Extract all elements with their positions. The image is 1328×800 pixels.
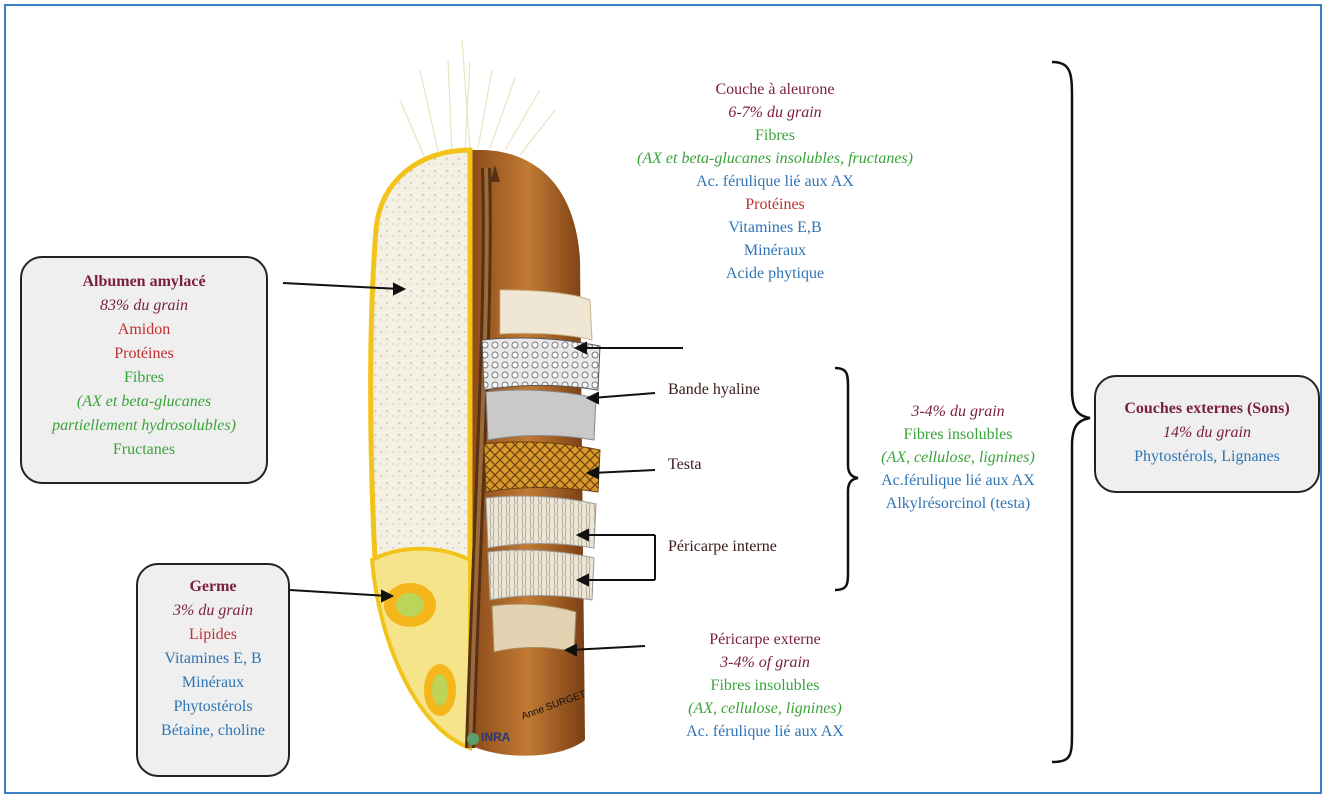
germe-box: Germe 3% du grain Lipides Vitamines E, B…: [136, 563, 290, 777]
albumen-box: Albumen amylacé 83% du grain Amidon Prot…: [20, 256, 268, 484]
albumen-amidon: Amidon: [22, 318, 266, 342]
pericarpe-externe-fibres: Fibres insolubles: [650, 674, 880, 697]
couches-externes-box: Couches externes (Sons) 14% du grain Phy…: [1094, 375, 1320, 493]
albumen-pct: 83% du grain: [22, 294, 266, 318]
pericarp-inner-2: [488, 550, 594, 600]
aleurone-band: [500, 290, 592, 340]
middle-layers-block: 3-4% du grain Fibres insolubles (AX, cel…: [848, 400, 1068, 515]
couches-title: Couches externes (Sons): [1096, 397, 1318, 421]
germe-phytosterols: Phytostérols: [138, 695, 288, 719]
aleurone-fibres: Fibres: [565, 124, 985, 147]
germe-lipides: Lipides: [138, 623, 288, 647]
middle-alkylresorcinol: Alkylrésorcinol (testa): [848, 492, 1068, 515]
pericarp-outer: [492, 604, 576, 652]
pericarp-inner-1: [486, 496, 596, 548]
couches-pct: 14% du grain: [1096, 421, 1318, 445]
couches-phytosterols: Phytostérols, Lignanes: [1096, 445, 1318, 469]
germe-pct: 3% du grain: [138, 599, 288, 623]
hyaline-layer: [486, 390, 596, 440]
germ-region: [372, 549, 470, 748]
aleurone-block: Couche à aleurone 6-7% du grain Fibres (…: [565, 78, 985, 285]
germe-vitamines: Vitamines E, B: [138, 647, 288, 671]
albumen-fibres-detail-2: partiellement hydrosolubles): [22, 414, 266, 438]
albumen-title: Albumen amylacé: [22, 270, 266, 294]
pericarpe-externe-block: Péricarpe externe 3-4% of grain Fibres i…: [650, 628, 880, 743]
testa-layer: [484, 442, 600, 492]
aleurone-pct: 6-7% du grain: [565, 101, 985, 124]
label-pericarpe-interne: Péricarpe interne: [668, 538, 777, 556]
aleurone-phytique: Acide phytique: [565, 262, 985, 285]
middle-ferulique: Ac.férulique lié aux AX: [848, 469, 1068, 492]
aleurone-proteines: Protéines: [565, 193, 985, 216]
aleurone-ferulique: Ac. férulique lié aux AX: [565, 170, 985, 193]
germe-mineraux: Minéraux: [138, 671, 288, 695]
germ-embryo: [396, 593, 424, 617]
pericarpe-externe-pct: 3-4% of grain: [650, 651, 880, 674]
aleurone-title: Couche à aleurone: [565, 78, 985, 101]
middle-fibres-detail: (AX, cellulose, lignines): [848, 446, 1068, 469]
albumen-fibres: Fibres: [22, 366, 266, 390]
germe-title: Germe: [138, 575, 288, 599]
inra-logo-text: INRA: [481, 730, 510, 744]
middle-pct: 3-4% du grain: [848, 400, 1068, 423]
aleurone-mineraux: Minéraux: [565, 239, 985, 262]
middle-fibres: Fibres insolubles: [848, 423, 1068, 446]
aleurone-fibres-detail: (AX et beta-glucanes insolubles, fructan…: [565, 147, 985, 170]
aleurone-vitamines: Vitamines E,B: [565, 216, 985, 239]
pericarpe-externe-title: Péricarpe externe: [650, 628, 880, 651]
germe-betaine: Bétaine, choline: [138, 719, 288, 743]
albumen-fructanes: Fructanes: [22, 438, 266, 462]
germ-root-tip: [432, 674, 448, 706]
pericarpe-externe-ferulique: Ac. férulique lié aux AX: [650, 720, 880, 743]
label-bande-hyaline: Bande hyaline: [668, 381, 760, 399]
albumen-fibres-detail-1: (AX et beta-glucanes: [22, 390, 266, 414]
pericarpe-externe-fibres-detail: (AX, cellulose, lignines): [650, 697, 880, 720]
label-testa: Testa: [668, 456, 702, 474]
inra-logo-dot: [467, 733, 479, 745]
albumen-proteines: Protéines: [22, 342, 266, 366]
